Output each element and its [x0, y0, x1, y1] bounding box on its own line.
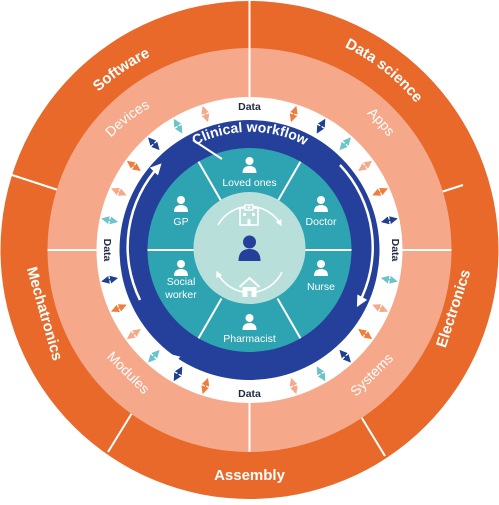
hospital-icon — [239, 204, 259, 226]
person-icon — [314, 196, 328, 212]
bidirectional-arrow-icon — [380, 216, 398, 225]
bidirectional-arrow-icon — [339, 349, 351, 363]
bidirectional-arrow-icon — [358, 160, 373, 172]
data-label-right: Data — [389, 239, 401, 262]
bidirectional-arrow-icon — [316, 366, 326, 382]
person-icon — [242, 314, 257, 330]
person-icon — [242, 157, 257, 173]
data-arrows — [101, 105, 398, 395]
bidirectional-arrow-icon — [126, 328, 141, 340]
bidirectional-arrow-icon — [173, 118, 183, 134]
home-icon — [238, 276, 261, 297]
workflow-cycle-arrow-left — [126, 163, 162, 301]
role-divider — [276, 297, 302, 339]
workflow-cycle-arrow-bottom — [168, 353, 331, 387]
role-divider — [197, 297, 223, 339]
bidirectional-arrow-icon — [148, 349, 160, 363]
bidirectional-arrow-icon — [289, 377, 298, 395]
bidirectional-arrow-icon — [101, 216, 119, 225]
bidirectional-arrow-icon — [289, 105, 298, 123]
bidirectional-arrow-icon — [173, 366, 183, 382]
role-label-doctor: Doctor — [306, 216, 337, 228]
bidirectional-arrow-icon — [111, 187, 127, 196]
bidirectional-arrow-icon — [358, 328, 373, 340]
bidirectional-arrow-icon — [101, 275, 119, 284]
bidirectional-arrow-icon — [316, 118, 326, 134]
person-icon — [174, 260, 188, 276]
person-icon — [174, 196, 188, 212]
role-dividers — [147, 161, 352, 339]
bidirectional-arrow-icon — [201, 105, 210, 123]
role-label-nurse: Nurse — [307, 281, 335, 293]
bidirectional-arrow-icon — [126, 160, 141, 172]
middle-ring-dividers — [47, 48, 452, 452]
person-icon — [314, 260, 328, 276]
outer-label-assembly: Assembly — [214, 467, 286, 484]
data-label-left: Data — [101, 239, 113, 262]
role-label-loved-ones: Loved ones — [222, 177, 276, 189]
workflow-cycle-arrow-right — [339, 164, 374, 307]
bidirectional-arrow-icon — [380, 275, 398, 284]
role-label-gp: GP — [173, 216, 188, 228]
role-dividers — [192, 139, 223, 160]
bidirectional-arrow-icon — [372, 304, 388, 313]
data-label-bottom: Data — [238, 388, 261, 400]
role-label-pharmacist: Pharmacist — [223, 333, 276, 345]
role-label-social-worker-line1: Social — [167, 276, 196, 288]
role-divider — [197, 161, 223, 203]
role-label-social-worker-line2: worker — [164, 289, 197, 301]
bidirectional-arrow-icon — [148, 137, 160, 151]
bidirectional-arrow-icon — [201, 377, 210, 395]
role-divider — [276, 161, 302, 203]
patient-icon — [238, 235, 261, 261]
bidirectional-arrow-icon — [111, 304, 127, 313]
outer-ring-dividers — [11, 1, 464, 457]
role-icons — [174, 157, 328, 330]
data-label-top: Data — [238, 101, 261, 113]
bidirectional-arrow-icon — [339, 137, 351, 151]
bidirectional-arrow-icon — [372, 187, 388, 196]
